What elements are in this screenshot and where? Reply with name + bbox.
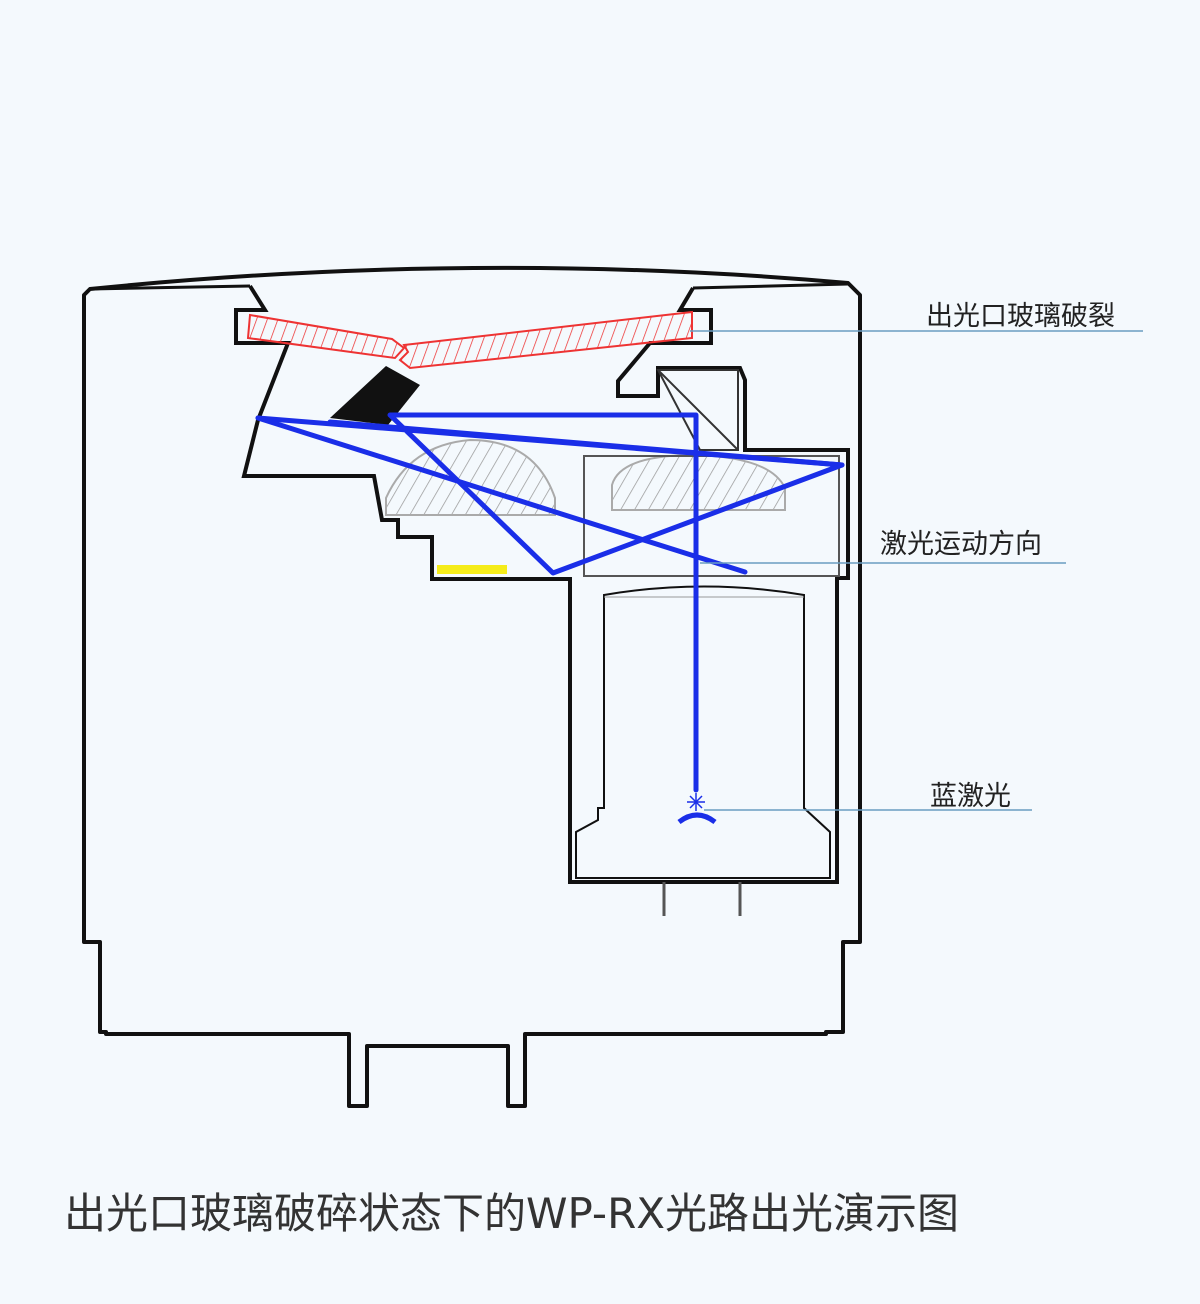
housing-top-inner-edge-right — [692, 282, 849, 290]
prism-diagonal — [657, 369, 739, 451]
laser-emitter-cup — [677, 812, 717, 825]
label-blue-laser: 蓝激光 — [930, 781, 1011, 812]
label-glass-broken: 出光口玻璃破裂 — [926, 301, 1115, 332]
broken-glass-right — [398, 310, 693, 370]
laser-beam-paths — [255, 412, 845, 793]
housing-top-inner-edge — [89, 284, 251, 291]
housing-outline — [82, 265, 862, 1108]
laser-module — [575, 585, 831, 879]
left-inner-wall — [234, 284, 850, 884]
mirror-block — [330, 366, 420, 425]
diagram-caption: 出光口玻璃破碎状态下的WP-RX光路出光演示图 — [64, 1189, 960, 1238]
label-laser-motion: 激光运动方向 — [880, 529, 1042, 560]
yellow-strip — [437, 565, 507, 574]
broken-glass-left — [246, 313, 406, 360]
laser-emitter-icon — [687, 793, 705, 811]
